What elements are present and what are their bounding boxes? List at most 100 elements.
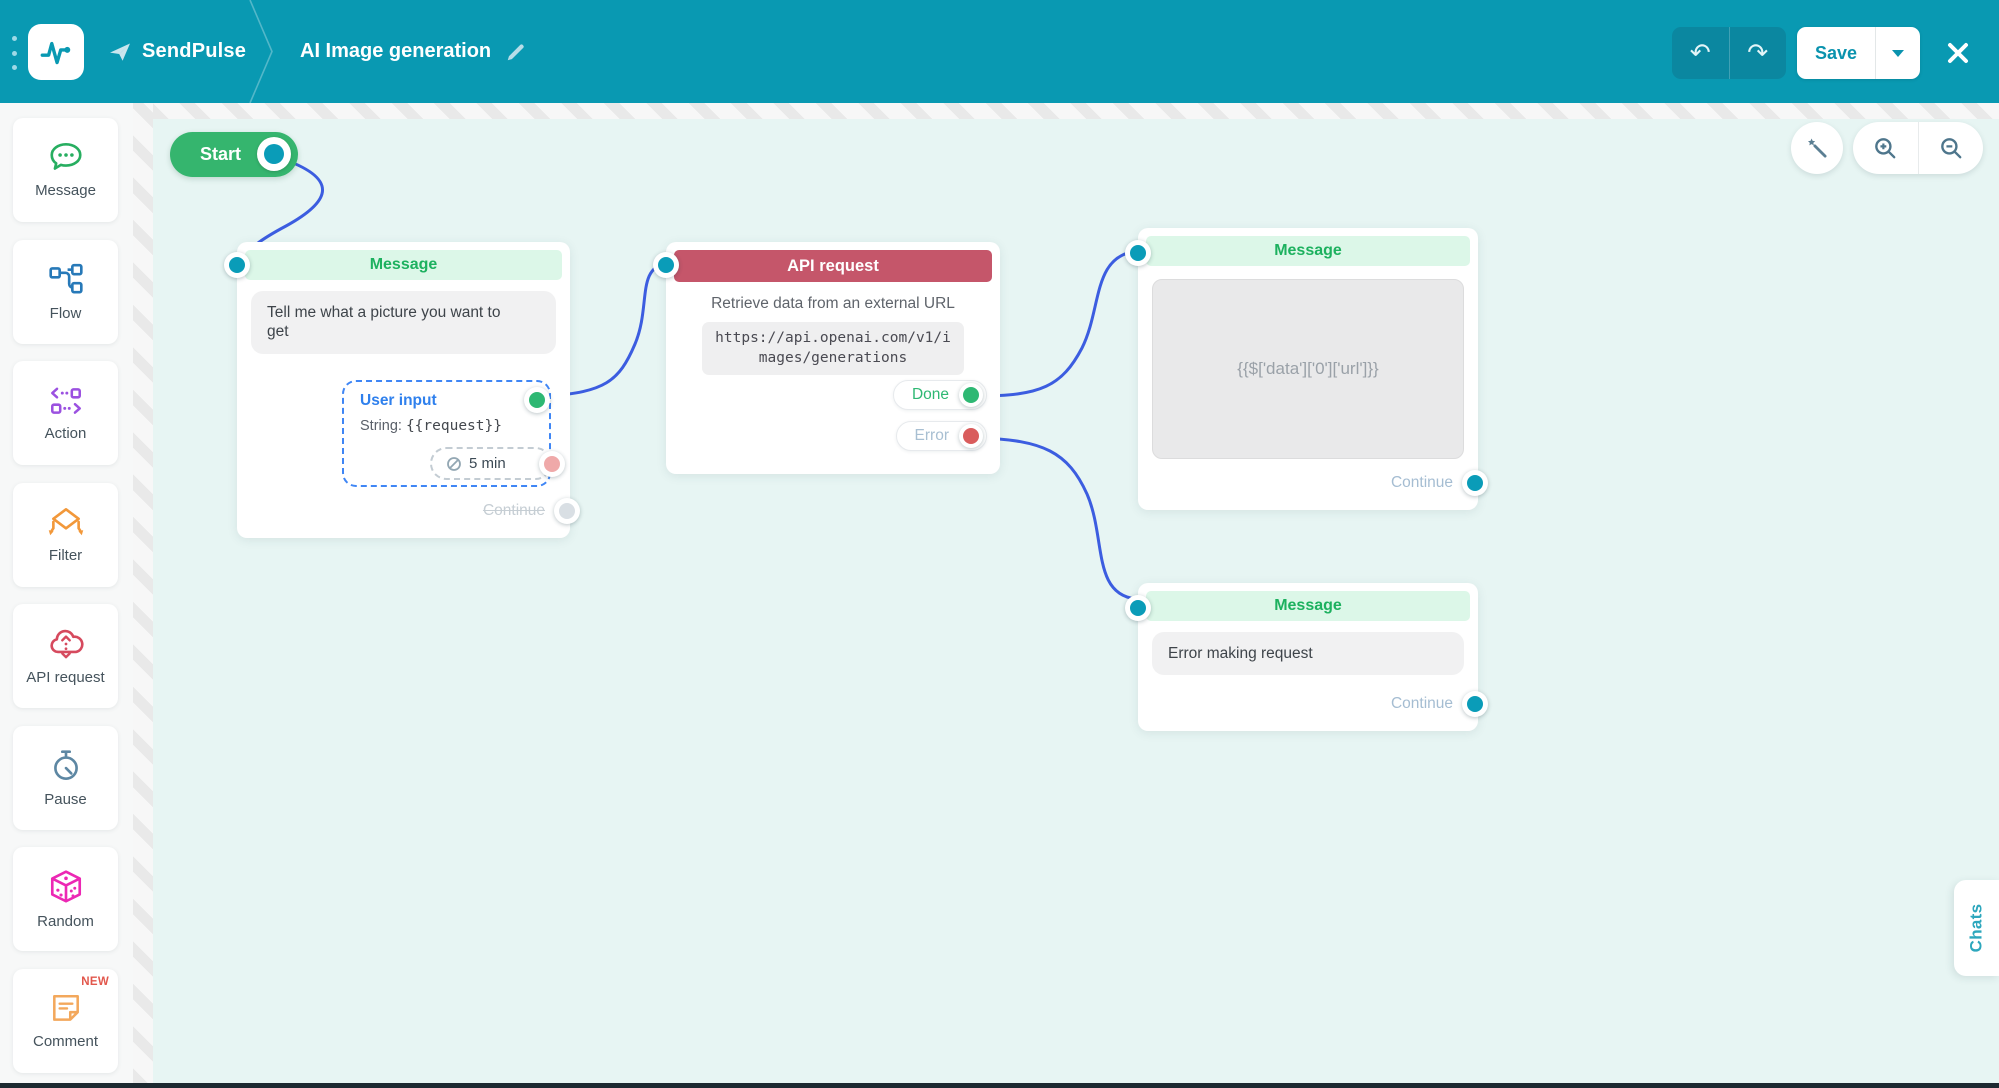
api-error-port[interactable] [959,424,983,448]
auto-arrange-button[interactable] [1791,122,1843,174]
sendpulse-logo[interactable] [28,24,84,80]
message1-continue-port[interactable] [554,498,580,524]
sidebar-item-api-request[interactable]: API request [13,604,118,708]
string-label: String: [360,418,402,434]
save-divider [1875,27,1876,79]
user-input-block[interactable]: User input String: {{request}} 5 min [342,380,565,487]
zoom-divider [1917,122,1919,174]
message1-title: Message [245,250,562,280]
zoom-controls [1853,122,1983,174]
sidebar-item-action[interactable]: Action [13,361,118,465]
redo-button[interactable]: ↷ [1730,27,1787,79]
save-dropdown-caret-icon [1892,49,1904,57]
zoom-out-icon [1940,138,1962,159]
save-button[interactable]: Save [1797,27,1875,79]
sidebar-item-label: Comment [32,1033,99,1050]
sidebar-item-label: Random [37,913,94,930]
message-icon [49,142,82,170]
timeout-pill[interactable]: 5 min [430,447,565,480]
api-done-pill[interactable]: Done [892,380,987,410]
sidebar-item-label: Pause [44,791,87,808]
pause-icon [53,750,78,781]
flow-icon [48,263,83,294]
message1-node[interactable]: Message Tell me what a picture you want … [224,242,580,538]
chats-tab-label: Chats [1966,903,1986,953]
message1-bubble: Tell me what a picture you want to get [251,291,556,354]
window-bottom-edge [0,1083,1999,1088]
timeout-output-port[interactable] [539,450,565,477]
api-title: API request [674,250,992,282]
message2-node[interactable]: Message {{$['data']['0']['url']}} Contin… [1125,228,1488,510]
api-description: Retrieve data from an external URL [711,295,955,312]
start-label: Start [200,144,242,164]
string-variable: {{request}} [405,418,502,434]
api-error-pill[interactable]: Error [895,421,987,451]
redo-icon: ↷ [1747,39,1769,67]
brand-name: SendPulse [142,40,247,62]
start-output-port[interactable] [257,137,291,171]
undo-icon: ↶ [1689,39,1711,67]
api-request-icon [49,629,84,659]
message2-image-placeholder: {{$['data']['0']['url']}} [1152,279,1464,459]
sidebar-item-filter[interactable]: Filter [13,483,118,587]
message2-continue-port[interactable] [1462,470,1488,496]
sidebar-item-random[interactable]: Random [13,847,118,951]
new-badge: NEW [81,976,109,988]
random-icon [50,870,81,903]
message3-input-port[interactable] [1125,595,1151,621]
sidebar-item-label: Flow [49,305,82,322]
flow-title: AI Image generation [300,40,492,62]
message3-text: Error making request [1168,645,1313,662]
undo-button[interactable]: ↶ [1672,27,1729,79]
top-bar: SendPulse AI Image generation ↶ ↷ Save [0,0,1999,103]
connector-userinput-to-api [546,261,669,398]
edit-pencil-icon[interactable] [505,41,527,63]
user-input-string: String: {{request}} [360,418,502,434]
save-options-button[interactable] [1876,27,1920,79]
zoom-in-button[interactable] [1853,122,1918,174]
history-divider [1728,27,1730,79]
bot-channel[interactable]: SendPulse [108,0,246,103]
canvas-left-edge [133,103,153,1084]
user-input-output-port[interactable] [524,387,550,413]
comment-icon [52,994,79,1021]
message1-input-port[interactable] [224,252,250,278]
sidebar-item-comment[interactable]: NEW Comment [13,969,118,1073]
message3-title: Message [1146,591,1470,621]
sidebar-item-flow[interactable]: Flow [13,240,118,344]
app-menu-kebab-icon[interactable] [10,36,18,70]
api-error-label: Error [914,427,949,444]
message3-continue-label: Continue [1390,695,1453,712]
sidebar-item-label: Action [44,425,87,442]
start-node[interactable]: Start [170,132,298,177]
message3-bubble: Error making request [1152,632,1464,676]
api-done-label: Done [911,386,949,403]
api-request-node[interactable]: API request Retrieve data from an extern… [653,242,1000,474]
pulse-icon [40,41,71,65]
message2-continue-row: Continue [1391,470,1488,496]
chats-side-tab[interactable]: Chats [1954,880,1999,976]
close-builder-button[interactable] [1941,36,1975,70]
history-controls: ↶ ↷ [1672,27,1786,79]
api-done-port[interactable] [959,383,983,407]
sidebar-item-pause[interactable]: Pause [13,726,118,830]
sidebar-item-label: API request [26,669,105,686]
message2-continue-label: Continue [1390,474,1453,491]
api-input-port[interactable] [653,252,679,278]
save-label: Save [1814,42,1858,63]
connector-error-to-message3 [978,436,1138,601]
user-input-label: User input [360,392,437,409]
telegram-plane-icon [110,43,130,61]
message3-continue-port[interactable] [1462,691,1488,717]
message2-input-port[interactable] [1125,240,1151,266]
message1-text: Tell me what a picture you want to get [267,304,501,341]
no-reply-icon [447,456,461,471]
sidebar-item-message[interactable]: Message [13,118,118,222]
header-separator [248,0,278,103]
filter-icon [48,507,83,536]
message3-node[interactable]: Message Error making request Continue [1125,583,1488,731]
zoom-out-button[interactable] [1919,122,1984,174]
